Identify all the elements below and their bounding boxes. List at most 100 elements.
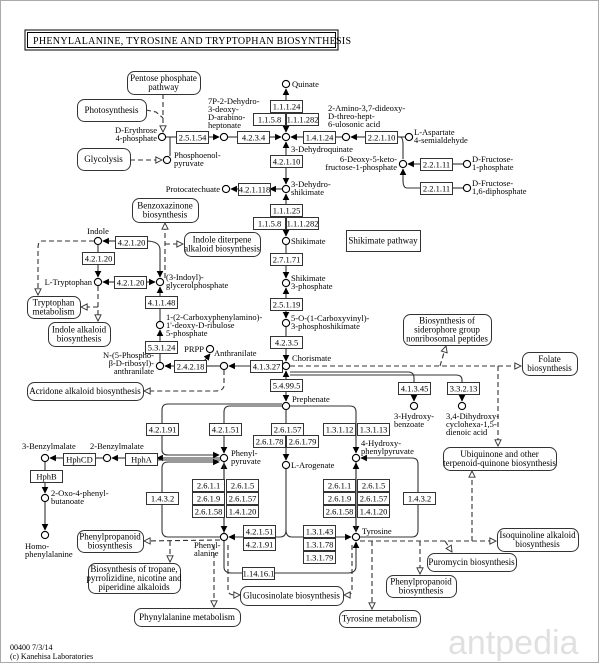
map-box[interactable] (427, 553, 517, 572)
compound-hb[interactable]: 3-Hydroxy-benzoate (394, 401, 434, 429)
enzyme-rect[interactable] (253, 217, 286, 230)
compound-node[interactable] (281, 132, 291, 142)
compound-prpp[interactable]: PRPP (184, 344, 215, 354)
enzyme-rect[interactable] (303, 538, 336, 551)
enzyme-rect[interactable] (174, 360, 207, 373)
enzyme-box[interactable]: 2.2.1.11 (420, 182, 453, 195)
enzyme-box[interactable]: 2.6.1.58 (323, 505, 356, 518)
enzyme-rect[interactable] (243, 538, 276, 551)
enzyme-box[interactable]: 2.6.1.1 (323, 479, 356, 492)
enzyme-box[interactable]: 1.3.1.12 (323, 423, 356, 436)
enzyme-rect[interactable] (398, 382, 431, 395)
map-box[interactable] (240, 586, 344, 606)
compound-node[interactable] (341, 132, 351, 142)
compound-bzm2[interactable]: 2-Benzylmalate (90, 441, 144, 463)
enzyme-rect[interactable] (253, 435, 286, 448)
enzyme-rect[interactable] (146, 423, 179, 436)
enzyme-box[interactable]: 2.6.1.9 (192, 492, 225, 505)
compound-node[interactable] (462, 159, 472, 169)
enzyme-box[interactable]: 2.6.1.57 (357, 492, 390, 505)
compound-oxo[interactable]: 2-Oxo-4-phenyl-butanoate (40, 488, 109, 506)
enzyme-rect[interactable] (237, 131, 270, 144)
enzyme-rect[interactable] (146, 492, 179, 505)
enzyme-rect[interactable] (303, 551, 336, 564)
map-link-glyco[interactable]: Glycolysis (77, 148, 131, 171)
enzyme-box[interactable]: 2.6.1.5 (226, 479, 259, 492)
compound-dhq[interactable]: 3-Dehydroquinate (281, 132, 353, 154)
enzyme-box[interactable]: 1.1.5.8 (253, 217, 286, 230)
map-box[interactable] (346, 230, 421, 252)
compound-node[interactable] (281, 318, 291, 328)
map-box[interactable] (27, 296, 81, 319)
map-box[interactable] (27, 382, 144, 401)
map-box[interactable] (403, 314, 492, 346)
compound-chor[interactable]: Chorismate (281, 353, 331, 371)
compound-dhcd[interactable]: 3,4-Dihydroxy-cyclohexa-1,5-dienoic acid (446, 401, 499, 437)
map-link-gluco[interactable]: Glucosinolate biosynthesis (240, 586, 344, 606)
enzyme-rect[interactable] (420, 158, 453, 171)
compound-amino[interactable]: 2-Amino-3,7-dideoxy-D-threo-hept-6-uloso… (328, 103, 405, 142)
map-box[interactable] (77, 530, 144, 553)
enzyme-rect[interactable] (303, 131, 336, 144)
enzyme-rect[interactable] (226, 492, 259, 505)
enzyme-box[interactable]: 4.2.1.20 (114, 276, 147, 289)
compound-igp[interactable]: (3-Indoyl)-glycerolphosphate (155, 272, 229, 290)
map-box[interactable] (443, 447, 557, 471)
enzyme-box[interactable]: 2.2.1.11 (420, 158, 453, 171)
map-link-photo[interactable]: Photosynthesis (77, 99, 147, 122)
compound-node[interactable] (155, 361, 165, 371)
enzyme-rect[interactable] (286, 217, 319, 230)
enzyme-box[interactable]: 4.2.1.20 (82, 252, 115, 265)
compound-deoxy[interactable]: 6-Deoxy-5-keto-fructose-1-phosphate (325, 154, 408, 172)
enzyme-box[interactable]: 1.1.5.8 (253, 113, 286, 126)
map-link-shikpath[interactable]: Shikimate pathway (346, 230, 421, 252)
compound-node[interactable] (457, 401, 467, 411)
compound-node[interactable] (102, 453, 112, 463)
enzyme-box[interactable]: 1.3.1.79 (303, 551, 336, 564)
map-link-tropane[interactable]: Biosynthesis of tropane,pyrrolizidine, n… (86, 563, 182, 594)
compound-phe[interactable]: Phenyl-alanine (194, 532, 229, 558)
enzyme-rect[interactable] (63, 453, 96, 466)
compound-f1p[interactable]: D-Fructose-1-phosphate (462, 154, 514, 172)
map-link-puro[interactable]: Puromycin biosynthesis (427, 553, 517, 572)
compound-node[interactable] (398, 159, 408, 169)
compound-node[interactable] (404, 132, 414, 142)
enzyme-rect[interactable] (192, 479, 225, 492)
enzyme-box[interactable]: 1.1.1.24 (270, 100, 303, 113)
enzyme-box[interactable]: 5.3.1.24 (145, 341, 178, 354)
map-box[interactable] (386, 575, 457, 598)
enzyme-box[interactable]: 3.3.2.13 (447, 382, 480, 395)
compound-bzm3[interactable]: 3-Benzylmalate (22, 441, 76, 463)
enzyme-rect[interactable] (243, 525, 276, 538)
enzyme-rect[interactable] (357, 479, 390, 492)
compound-node[interactable] (93, 236, 103, 246)
enzyme-rect[interactable] (323, 423, 356, 436)
compound-pep[interactable]: Phosphoenol-pyruvate (162, 150, 221, 168)
enzyme-box[interactable]: 2.6.1.58 (192, 505, 225, 518)
compound-node[interactable] (351, 532, 361, 542)
enzyme-rect[interactable] (125, 453, 158, 466)
compound-node[interactable] (351, 453, 361, 463)
enzyme-box[interactable]: 2.6.1.57 (271, 423, 304, 436)
enzyme-box[interactable]: 2.6.1.78 (253, 435, 286, 448)
enzyme-rect[interactable] (286, 113, 319, 126)
enzyme-rect[interactable] (365, 131, 398, 144)
enzyme-rect[interactable] (145, 341, 178, 354)
compound-trp[interactable]: L-Tryptophan (45, 277, 103, 287)
compound-proto[interactable]: Protocatechuate (166, 184, 231, 194)
enzyme-box[interactable]: 1.4.3.2 (146, 492, 179, 505)
map-box[interactable] (48, 322, 111, 347)
enzyme-rect[interactable] (176, 131, 209, 144)
compound-shik[interactable]: Shikimate (281, 236, 326, 246)
map-box[interactable] (77, 148, 131, 171)
enzyme-rect[interactable] (270, 379, 303, 392)
compound-node[interactable] (155, 277, 165, 287)
enzyme-rect[interactable] (270, 204, 303, 217)
